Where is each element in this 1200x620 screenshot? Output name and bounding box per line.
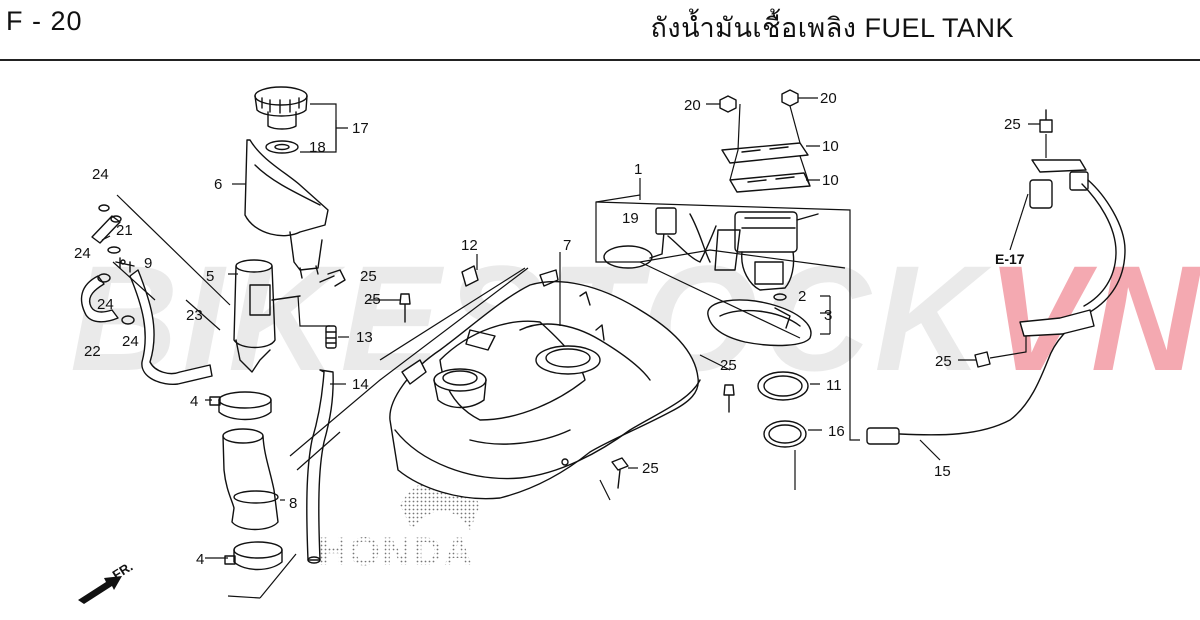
set-plate-lower [729,172,811,193]
callout-24-b: 24 [74,245,91,262]
fuel-tank [389,269,701,500]
joint-9 [115,257,135,273]
callout-24-c: 24 [97,296,114,313]
fuel-cap [254,86,308,130]
pump-cover [707,299,812,347]
callout-25-b: 25 [364,291,381,308]
seal-ring-16 [763,420,807,448]
callout-24-a: 24 [92,166,109,183]
cap-gasket [265,140,299,154]
cross-reference-e17[interactable]: E-17 [995,251,1025,267]
callout-11: 11 [826,377,842,394]
filler-neck-cover [244,139,329,279]
nut-20 [719,89,799,113]
callout-4-lower: 4 [196,551,204,568]
header-divider [0,59,1200,61]
hose-21 [91,215,122,244]
hose-23 [129,269,213,385]
callout-19: 19 [622,210,639,227]
bracket-12 [461,265,479,287]
clamp-lower [224,541,283,571]
callout-3: 3 [824,307,832,324]
hose-22 [80,275,119,323]
front-indicator: FR. [78,559,135,604]
watermark-accent: VN [986,234,1200,402]
callout-5: 5 [206,268,214,285]
callout-21: 21 [116,222,133,239]
callout-10-upper: 10 [822,138,839,155]
bolt-25 [319,109,1053,489]
seal-ring-11 [757,371,809,401]
header: F - 20 ถังน้ำมันเชื้อเพลิง FUEL TANK [0,0,1200,61]
filler-pipe [233,259,301,373]
hose-13 [325,325,337,349]
callout-25-d: 25 [642,460,659,477]
callout-20-right: 20 [820,90,837,107]
honda-wordmark: HONDA [318,530,475,574]
callout-17: 17 [352,120,369,137]
callout-18: 18 [309,139,326,156]
leader-lines [101,97,1047,599]
callout-15: 15 [934,463,951,480]
callout-numbers: 1 2 3 4 4 5 6 7 8 9 10 10 11 12 13 14 15… [74,90,1021,568]
callout-8: 8 [289,495,297,512]
wire-harness [866,159,1126,445]
callout-2: 2 [798,288,806,305]
callout-1: 1 [634,161,642,178]
callout-25-c: 25 [720,357,737,374]
callout-24-d: 24 [122,333,139,350]
callout-9: 9 [144,255,152,272]
callout-20-left: 20 [684,97,701,114]
callout-25-e: 25 [1004,116,1021,133]
callout-23: 23 [186,307,203,324]
callout-12: 12 [461,237,478,254]
callout-10-lower: 10 [822,172,839,189]
callout-7: 7 [563,237,571,254]
callout-22: 22 [84,343,101,360]
callout-4-upper: 4 [190,393,198,410]
filler-tube-8 [222,428,279,531]
callout-13: 13 [356,329,373,346]
callout-25-f: 25 [935,353,952,370]
callout-16: 16 [828,423,845,440]
page-code: F - 20 [6,6,83,36]
o-ring-2 [773,293,787,301]
clip-24 [97,204,135,325]
joint-nozzle [401,359,427,385]
callout-6: 6 [214,176,222,193]
set-plate-upper [721,142,809,164]
callout-14: 14 [352,376,369,393]
callout-25-a: 25 [360,268,377,285]
page-title: ถังน้ำมันเชื้อเพลิง FUEL TANK [650,13,1014,43]
clamp-upper [209,391,272,421]
